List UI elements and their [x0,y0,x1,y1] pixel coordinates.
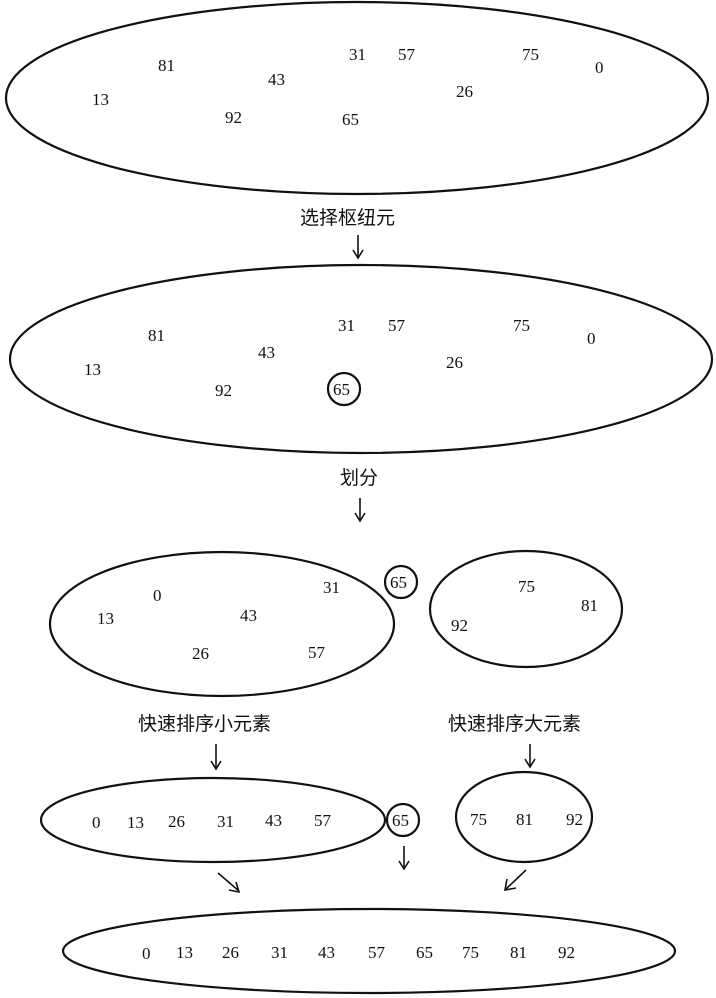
stage1-number: 92 [225,108,242,127]
pivot-value: 65 [392,811,409,830]
stage4-left-number: 0 [92,813,101,832]
quicksort-large-label: 快速排序大元素 [448,713,581,735]
stage2-number: 43 [258,343,275,362]
arrow-down-icon [352,235,364,260]
stage1-number: 81 [158,56,175,75]
stage4-left-number: 26 [168,812,185,831]
stage5-sorted-set: 0 13 26 31 43 57 65 75 81 92 [61,907,677,995]
stage5-number: 65 [416,943,433,962]
stage1-number: 31 [349,45,366,64]
stage2-number: 31 [338,316,355,335]
stage1-number: 43 [268,70,285,89]
pivot-value: 65 [390,573,407,592]
arrow-down-icon [354,498,366,523]
stage1-number: 65 [342,110,359,129]
stage1-number: 75 [522,45,539,64]
arrow-down-left-icon [504,869,527,891]
stage5-number: 13 [176,943,193,962]
pivot-value: 65 [333,380,350,399]
stage1-set: 81 31 57 75 0 13 43 26 92 65 [4,0,710,196]
quicksort-small-label: 快速排序小元素 [138,713,271,735]
stage3-right-ellipse [428,549,624,669]
pivot-circle [383,564,419,600]
stage3-left-number: 57 [308,643,326,662]
select-pivot-label: 选择枢纽元 [300,207,395,229]
stage1-ellipse [4,0,710,196]
stage3-left-number: 31 [323,578,340,597]
stage3-left-ellipse [48,550,396,698]
stage4-right-set: 75 81 92 [454,770,594,864]
pivot-circle [385,802,421,838]
stage3-right-number: 92 [451,616,468,635]
stage2-number: 57 [388,316,406,335]
stage4-right-number: 81 [516,810,533,829]
stage1-number: 57 [398,45,416,64]
stage3-right-number: 81 [581,596,598,615]
stage1-number: 13 [92,90,109,109]
stage4-right-number: 75 [470,810,487,829]
arrow-down-icon [398,846,410,871]
stage2-number: 81 [148,326,165,345]
stage3-left-number: 26 [192,644,209,663]
stage2-number: 75 [513,316,530,335]
arrow-down-icon [210,744,222,771]
partition-label: 划分 [340,467,378,489]
stage4-left-number: 13 [127,813,144,832]
stage5-number: 31 [271,943,288,962]
stage1-number: 0 [595,58,604,77]
stage4-left-number: 57 [314,811,332,830]
stage5-number: 92 [558,943,575,962]
stage3-left-set: 0 31 13 43 26 57 [48,550,396,698]
stage2-number: 0 [587,329,596,348]
stage3-left-number: 13 [97,609,114,628]
stage4-right-ellipse [454,770,594,864]
stage4-left-set: 0 13 26 31 43 57 [39,776,387,864]
stage5-number: 26 [222,943,239,962]
stage4-left-ellipse [39,776,387,864]
stage4-pivot: 65 [385,802,421,838]
stage5-ellipse [61,907,677,995]
stage5-number: 75 [462,943,479,962]
stage4-left-number: 43 [265,811,282,830]
stage3-left-number: 43 [240,606,257,625]
stage1-number: 26 [456,82,473,101]
stage4-left-number: 31 [217,812,234,831]
stage5-number: 57 [368,943,386,962]
stage2-number: 92 [215,381,232,400]
stage4-right-number: 92 [566,810,583,829]
stage2-number: 13 [84,360,101,379]
stage3-left-number: 0 [153,586,162,605]
stage3-pivot: 65 [383,564,419,600]
stage3-right-set: 75 81 92 [428,549,624,669]
arrow-down-icon [524,744,536,769]
arrow-down-right-icon [217,872,241,894]
stage5-number: 81 [510,943,527,962]
stage3-right-number: 75 [518,577,535,596]
pivot-circle [326,371,362,407]
stage2-set: 81 31 57 75 0 13 43 26 92 65 [8,263,714,455]
stage5-number: 43 [318,943,335,962]
stage2-number: 26 [446,353,463,372]
stage5-number: 0 [142,944,151,963]
stage2-ellipse [8,263,714,455]
